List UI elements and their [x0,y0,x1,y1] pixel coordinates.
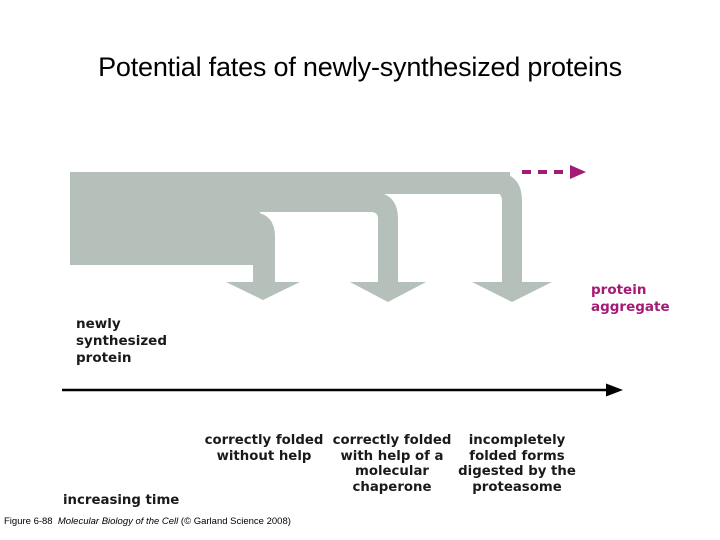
page-title: Potential fates of newly-synthesized pro… [98,52,622,82]
caption-figure-number: Figure 6-88 [4,516,53,527]
flow-band-group [70,172,552,302]
label-protein-aggregate: protein aggregate [591,282,670,315]
protein-fate-flow-diagram [62,165,623,397]
dashed-arrow-head [570,165,586,179]
axis-arrow-head [606,383,623,397]
protein-aggregate-dashed-arrow [522,165,586,179]
flow-band-top-fill [70,172,510,194]
caption-credit: (© Garland Science 2008) [180,516,291,527]
increasing-time-axis-arrow [62,383,623,397]
label-increasing-time: increasing time [63,493,180,508]
label-newly-synthesized-protein: newly synthesized protein [76,316,168,366]
figure-diagram: newly synthesized protein correctly fold… [0,130,720,508]
label-incompletely-folded-digested: incompletely folded forms digested by th… [458,433,576,495]
label-correctly-folded-with-chaperone: correctly folded with help of a molecula… [332,433,452,495]
caption-book-title: Molecular Biology of the Cell [57,516,179,527]
label-correctly-folded-without-help: correctly folded without help [204,433,324,464]
figure-caption: Figure 6-88 Molecular Biology of the Cel… [4,516,291,527]
branch-arrow-correctly-folded-without-help [70,212,300,300]
